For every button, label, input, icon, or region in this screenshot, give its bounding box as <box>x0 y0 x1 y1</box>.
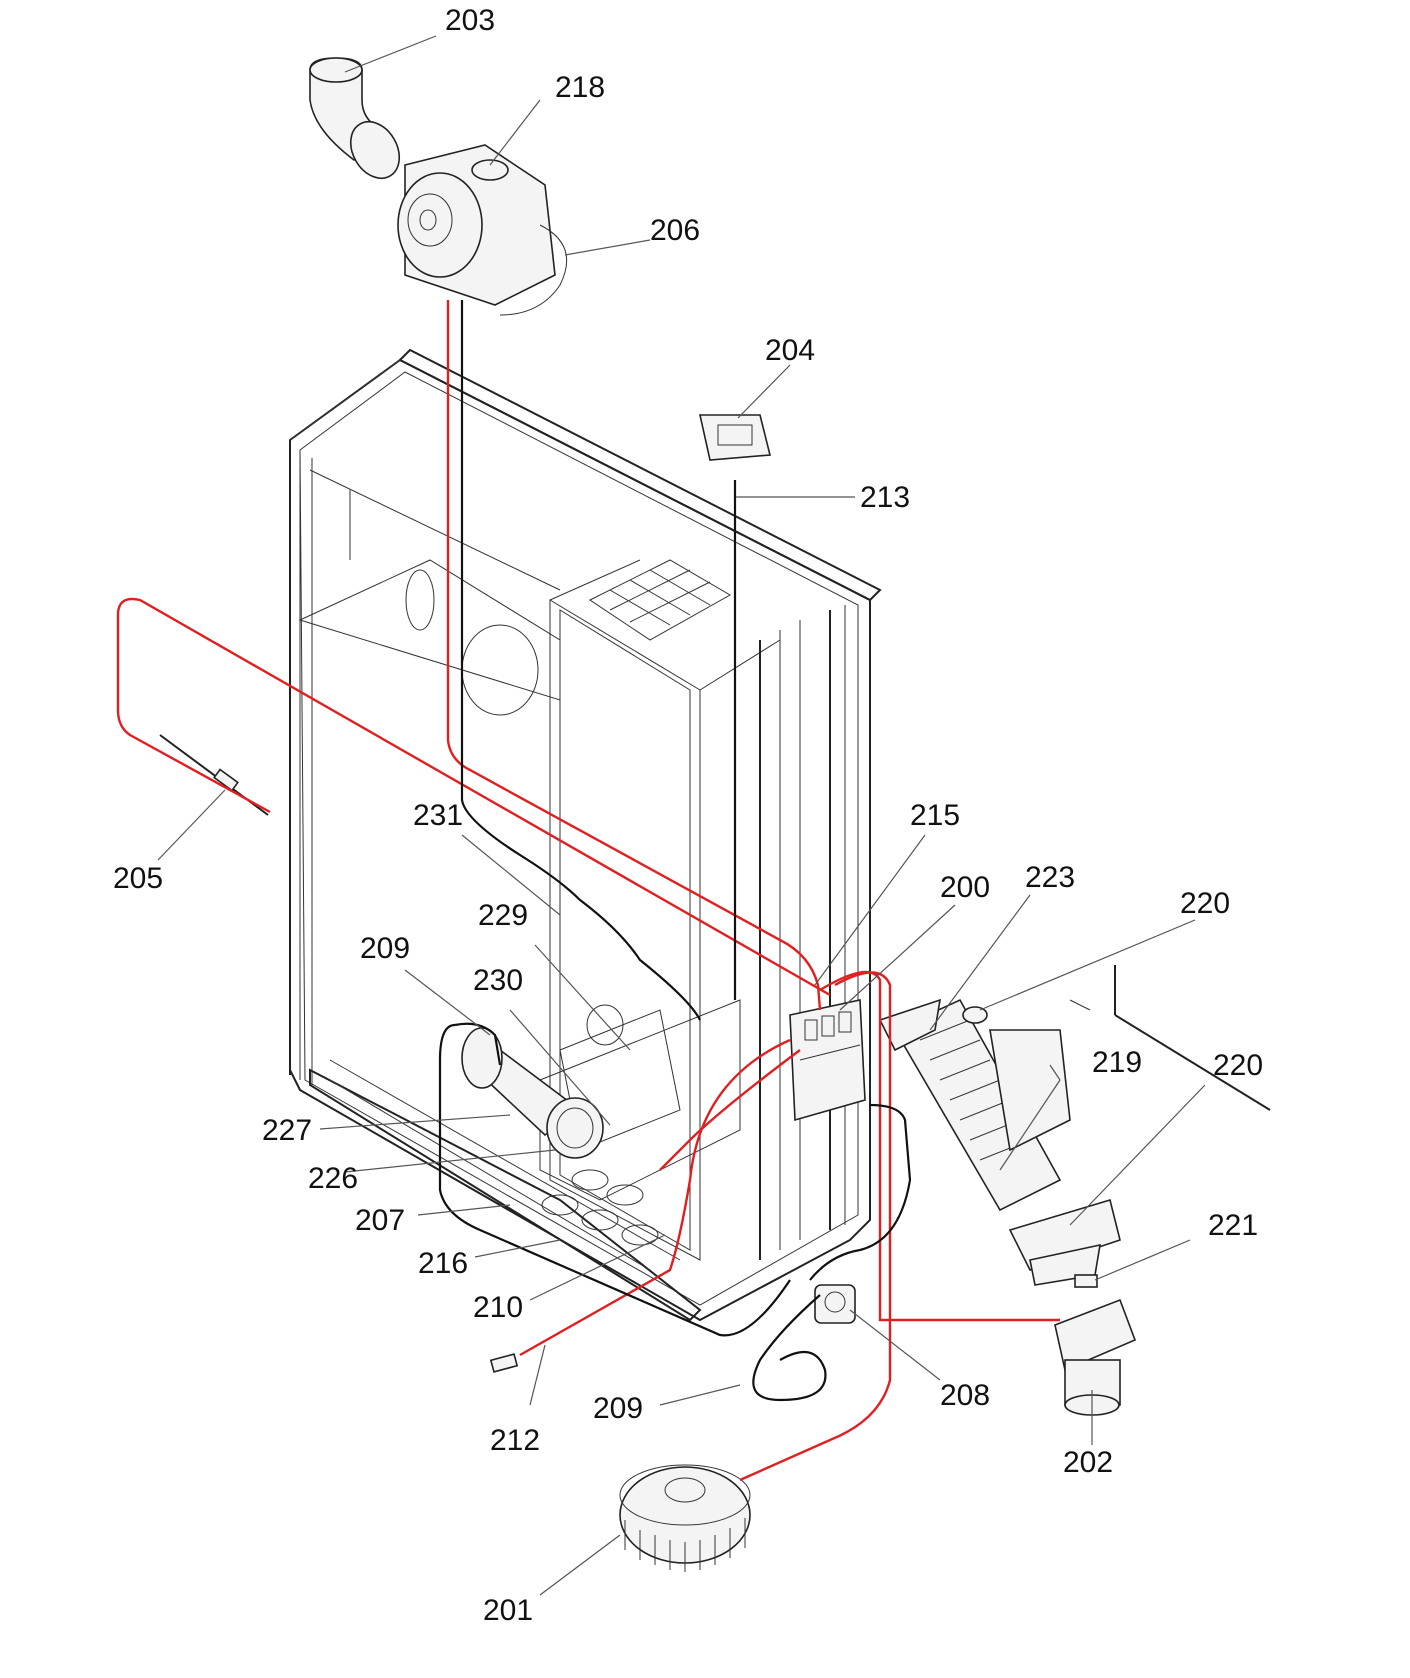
callout-212: 212 <box>490 1424 540 1457</box>
callout-206: 206 <box>650 214 700 247</box>
callout-labels: 203 218 206 204 213 205 231 215 200 223 … <box>113 4 1263 1627</box>
vacuum-switch-208 <box>814 1284 856 1324</box>
red-wiring <box>116 300 1060 1482</box>
auger-motor-202 <box>1054 1298 1137 1416</box>
control-board-200 <box>789 999 866 1122</box>
callout-213: 213 <box>860 481 910 514</box>
black-wiring <box>438 300 912 1402</box>
callout-218: 218 <box>555 71 605 104</box>
callout-205: 205 <box>113 862 163 895</box>
callout-203: 203 <box>445 4 495 37</box>
callout-221: 221 <box>1208 1209 1258 1242</box>
callout-226: 226 <box>308 1162 358 1195</box>
callout-207: 207 <box>355 1204 405 1237</box>
callout-227: 227 <box>262 1114 312 1147</box>
rear-bracket-lines <box>1069 965 1271 1111</box>
leader-lines <box>157 35 1206 1596</box>
callout-202: 202 <box>1063 1446 1113 1479</box>
control-panel-204 <box>699 414 772 461</box>
callout-201: 201 <box>483 1594 533 1627</box>
bushing-221 <box>1074 1274 1098 1288</box>
callout-215: 215 <box>910 799 960 832</box>
callout-220-upper: 220 <box>1180 887 1230 920</box>
inlet-grid <box>589 559 732 641</box>
auger-assembly-219 <box>878 998 1071 1212</box>
callout-229: 229 <box>478 899 528 932</box>
auger-base-220 <box>1008 1198 1121 1286</box>
convection-blower-201 <box>619 1464 751 1572</box>
callout-209-lower: 209 <box>593 1392 643 1425</box>
callout-209-upper: 209 <box>360 932 410 965</box>
callout-223: 223 <box>1025 861 1075 894</box>
callout-204: 204 <box>765 334 815 367</box>
callout-230: 230 <box>473 964 523 997</box>
callout-200: 200 <box>940 871 990 904</box>
callout-231: 231 <box>413 799 463 832</box>
exhaust-fan-206 <box>397 144 568 316</box>
combustion-chamber <box>539 999 741 1246</box>
callout-208: 208 <box>940 1379 990 1412</box>
callout-210: 210 <box>473 1291 523 1324</box>
callout-220-lower: 220 <box>1213 1049 1263 1082</box>
cabinet-frame <box>289 348 882 1322</box>
exhaust-elbow-203 <box>309 57 401 180</box>
thermal-switch-212 <box>489 1353 519 1373</box>
heat-exchanger-tube <box>461 1027 604 1159</box>
callout-216: 216 <box>418 1247 468 1280</box>
callout-219: 219 <box>1092 1046 1142 1079</box>
